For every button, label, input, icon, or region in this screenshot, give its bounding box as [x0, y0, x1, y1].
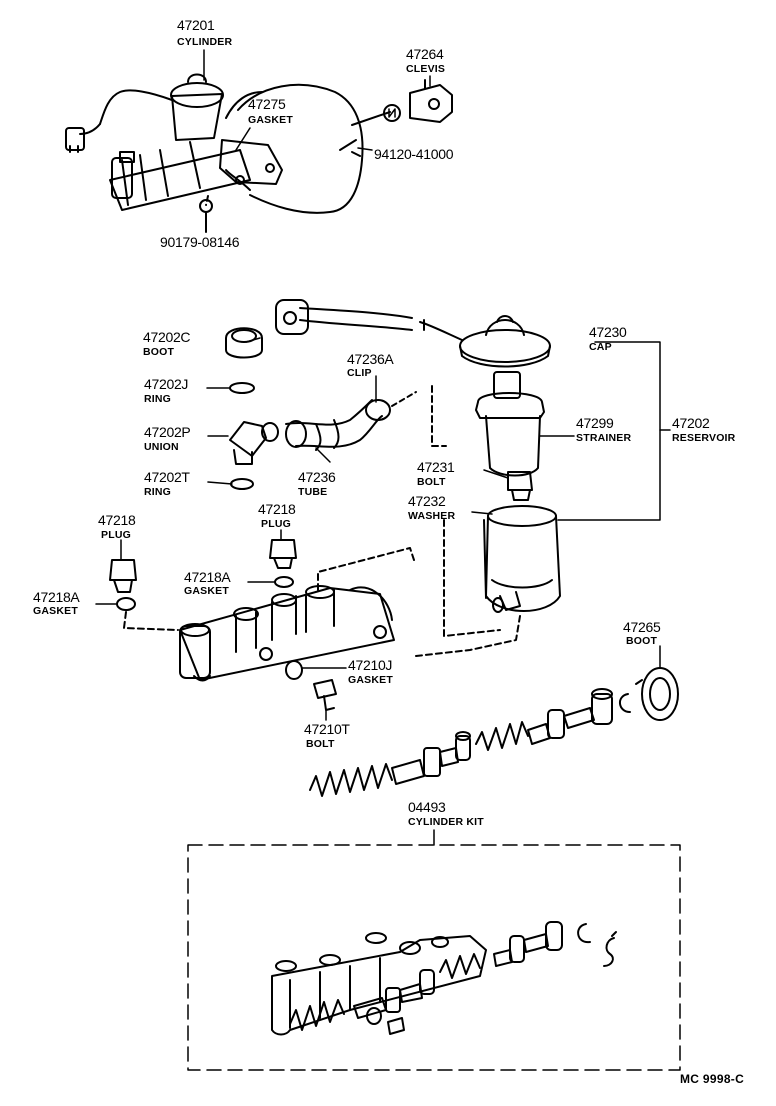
reservoir-assembly-drawing: [275, 299, 561, 613]
part-number-47218A-left: 47218A: [33, 589, 80, 605]
part-name-ring: RING: [144, 393, 172, 405]
part-number-47202P: 47202P: [144, 424, 191, 440]
part-name-gasket-mid: GASKET: [184, 585, 229, 597]
part-number-47299: 47299: [576, 415, 614, 431]
part-name-clevis: CLEVIS: [406, 63, 446, 75]
cylinder-kit-drawing: [271, 921, 617, 1036]
master-cylinder-assembly-drawing: [65, 73, 453, 233]
part-number-47275: 47275: [248, 96, 286, 112]
part-name-plug-mid: PLUG: [261, 518, 291, 530]
part-name-tube: TUBE: [298, 486, 328, 498]
part-number-47210T: 47210T: [304, 721, 350, 737]
part-number-04493: 04493: [408, 799, 446, 815]
small-parts-drawing: [109, 327, 521, 711]
part-name-gasket-left: GASKET: [33, 605, 78, 617]
cylinder-kit-box: [187, 829, 681, 1071]
part-name-gasket-47210J: GASKET: [348, 674, 393, 686]
part-name-boot: BOOT: [143, 346, 175, 358]
part-number-47265: 47265: [623, 619, 661, 635]
part-number-47264: 47264: [406, 46, 444, 62]
master-cylinder-body-drawing: [179, 585, 395, 682]
part-number-47218-left: 47218: [98, 512, 136, 528]
reservoir-bracket: [539, 341, 671, 521]
part-number-47202C: 47202C: [143, 329, 191, 345]
diagram-reference-code: MC 9998-C: [680, 1072, 745, 1086]
part-number-47210J: 47210J: [348, 657, 393, 673]
part-name-strainer: STRAINER: [576, 432, 632, 444]
part-name-cap: CAP: [589, 341, 612, 353]
part-number-47236A: 47236A: [347, 351, 394, 367]
part-number-90179-08146: 90179-08146: [160, 234, 240, 250]
part-name-plug-left: PLUG: [101, 529, 131, 541]
part-number-47218A-mid: 47218A: [184, 569, 231, 585]
part-name-clip: CLIP: [347, 367, 372, 379]
piston-assembly-drawing: [309, 667, 679, 797]
part-name-union: UNION: [144, 441, 179, 453]
part-number-47202T: 47202T: [144, 469, 190, 485]
part-number-47201: 47201: [177, 17, 215, 33]
part-number-47231: 47231: [417, 459, 455, 475]
part-name-ring: RING: [144, 486, 172, 498]
part-number-47232: 47232: [408, 493, 446, 509]
part-name-bolt: BOLT: [417, 476, 446, 488]
part-name-cylinder-kit: CYLINDER KIT: [408, 816, 484, 828]
part-name-cylinder: CYLINDER: [177, 36, 233, 48]
part-name-boot-47265: BOOT: [626, 635, 658, 647]
part-number-47202J: 47202J: [144, 376, 189, 392]
part-number-47236: 47236: [298, 469, 336, 485]
part-name-reservoir: RESERVOIR: [672, 432, 736, 444]
part-name-bolt-47210T: BOLT: [306, 738, 335, 750]
part-number-94120-41000: 94120-41000: [374, 146, 454, 162]
part-number-47230: 47230: [589, 324, 627, 340]
part-number-47218-mid: 47218: [258, 501, 296, 517]
part-number-47202: 47202: [672, 415, 710, 431]
leader-lines: [95, 49, 661, 721]
part-name-gasket: GASKET: [248, 114, 293, 126]
part-name-washer: WASHER: [408, 510, 456, 522]
